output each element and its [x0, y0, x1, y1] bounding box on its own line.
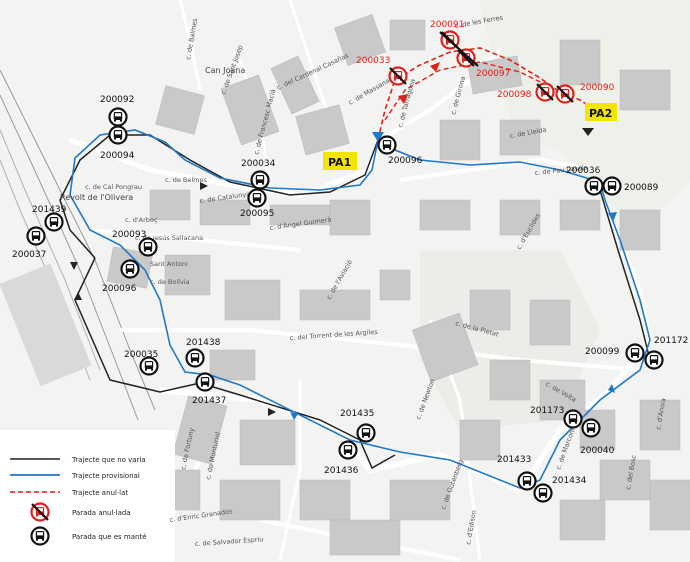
- street-bolivia: c. de Bolívia: [150, 278, 190, 286]
- stop-label: 200091: [430, 20, 464, 30]
- street-sant-antoni: Sant Antoni: [150, 260, 188, 268]
- stop-label: 201438: [186, 338, 221, 348]
- stop-kept-icon[interactable]: [44, 212, 64, 232]
- stop-kept-icon[interactable]: [644, 350, 664, 370]
- stop-label: 201439: [32, 205, 67, 215]
- legend-label: Parada que es manté: [72, 533, 147, 541]
- stop-label: 201435: [340, 409, 374, 419]
- legend-panel: [0, 430, 175, 562]
- route-cancelled: [384, 61, 561, 121]
- stop-kept-icon[interactable]: [108, 107, 128, 127]
- stop-kept-icon[interactable]: [338, 440, 358, 460]
- legend-stop-cancelled-icon: [30, 502, 50, 522]
- direction-arrows: [398, 62, 440, 104]
- stop-cancelled-icon[interactable]: [456, 48, 476, 68]
- legend-label: Parada anul·lada: [72, 509, 131, 517]
- pa2-marker: PA2: [585, 103, 617, 121]
- legend-stop-kept-icon: [30, 526, 50, 546]
- stop-label: 200040: [580, 446, 615, 456]
- stop-kept-icon[interactable]: [581, 418, 601, 438]
- stop-label: 200093: [112, 230, 146, 240]
- svg-text:PA1: PA1: [328, 156, 351, 169]
- stop-label: 200090: [580, 83, 615, 93]
- stop-label: 200097: [476, 69, 510, 79]
- stop-kept-icon[interactable]: [563, 409, 583, 429]
- stop-cancelled-icon[interactable]: [388, 66, 408, 86]
- stop-kept-icon[interactable]: [584, 176, 604, 196]
- stop-kept-icon[interactable]: [26, 226, 46, 246]
- stop-kept-icon[interactable]: [185, 348, 205, 368]
- stop-label: 200092: [100, 95, 134, 105]
- building-blocks: [106, 14, 690, 556]
- stop-cancelled-icon[interactable]: [555, 84, 575, 104]
- direction-arrows: [290, 132, 617, 420]
- stop-kept-icon[interactable]: [195, 372, 215, 392]
- stop-label: 200089: [624, 183, 659, 193]
- stop-label: 200095: [240, 209, 274, 219]
- stop-label: 200098: [497, 90, 532, 100]
- stop-kept-icon[interactable]: [250, 170, 270, 190]
- stop-label: 200096: [102, 284, 137, 294]
- stop-kept-icon[interactable]: [517, 471, 537, 491]
- stop-kept-icon[interactable]: [625, 343, 645, 363]
- street-belmes: c. de Belmes: [165, 176, 207, 184]
- stop-kept-icon[interactable]: [139, 356, 159, 376]
- stop-kept-icon[interactable]: [377, 135, 397, 155]
- stop-label: 200099: [585, 347, 620, 357]
- stop-kept-icon[interactable]: [602, 176, 622, 196]
- stop-label: 200037: [12, 250, 46, 260]
- pa1-marker: PA1: [323, 152, 357, 170]
- stop-label: 201172: [654, 336, 688, 346]
- stop-label: 200094: [100, 151, 135, 161]
- stop-label: 200035: [124, 350, 158, 360]
- stop-kept-icon[interactable]: [533, 483, 553, 503]
- stop-kept-icon[interactable]: [138, 237, 158, 257]
- stop-label: 200036: [566, 166, 601, 176]
- stop-label: 200033: [356, 56, 390, 66]
- stop-kept-icon[interactable]: [356, 423, 376, 443]
- cancel-strike: [439, 31, 479, 67]
- stop-kept-icon[interactable]: [247, 188, 267, 208]
- stop-label: 201436: [324, 466, 359, 476]
- stop-label: 200034: [241, 159, 276, 169]
- stop-cancelled-icon[interactable]: [535, 82, 555, 102]
- legend-label: Trajecte provisional: [71, 472, 140, 480]
- stop-kept-icon[interactable]: [108, 125, 128, 145]
- street-cal-pongrau: c. de Cal Pongrau: [85, 183, 142, 191]
- stop-label: 201433: [497, 455, 531, 465]
- stop-label: 201437: [192, 396, 226, 406]
- legend-label: Trajecte que no varia: [71, 456, 146, 464]
- stop-kept-icon[interactable]: [120, 259, 140, 279]
- direction-arrows: [70, 128, 594, 416]
- street-jesus: c. de Jesús Sallacana: [135, 234, 203, 242]
- street-arboc: c. d'Arboç: [125, 216, 158, 224]
- svg-text:PA2: PA2: [589, 107, 612, 120]
- legend: Trajecte que no varia Trajecte provision…: [10, 456, 147, 546]
- stop-label: 201434: [552, 476, 587, 486]
- stop-label: 201173: [530, 406, 564, 416]
- legend-label: Trajecte anul·lat: [71, 489, 128, 497]
- stop-label: 200096: [388, 156, 423, 166]
- place-can-joana: Can Joana: [205, 66, 245, 75]
- route-cancelled: [377, 47, 596, 141]
- place-revolt: Revolt de l'Olivera: [60, 193, 133, 202]
